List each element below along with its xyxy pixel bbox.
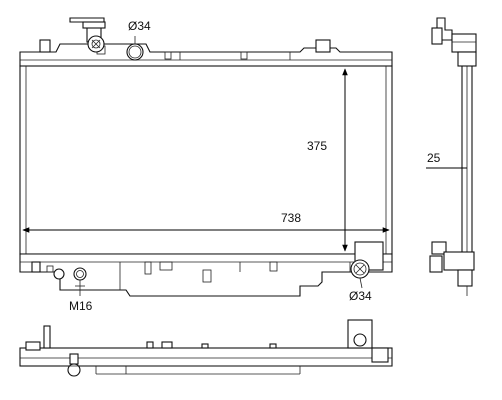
outlet-diameter-label: Ø34 bbox=[349, 289, 372, 303]
filler-cap bbox=[69, 17, 106, 53]
side-view bbox=[426, 17, 477, 296]
inlet-diameter-label: Ø34 bbox=[128, 19, 151, 33]
inlet-pipe bbox=[126, 43, 144, 61]
drain-thread-label: M16 bbox=[69, 299, 93, 313]
radiator-core bbox=[19, 65, 393, 255]
front-view bbox=[19, 17, 393, 297]
top-mount-right bbox=[315, 39, 331, 53]
top-mount-left bbox=[39, 39, 51, 53]
outlet-pipe bbox=[350, 241, 384, 279]
thickness-label: 25 bbox=[427, 151, 441, 165]
core-height-label: 375 bbox=[307, 139, 327, 153]
bottom-view bbox=[19, 319, 393, 377]
top-tank bbox=[19, 39, 393, 67]
core-width-label: 738 bbox=[281, 211, 301, 225]
drain-plug bbox=[53, 267, 87, 287]
bottom-mount-left bbox=[31, 261, 41, 273]
